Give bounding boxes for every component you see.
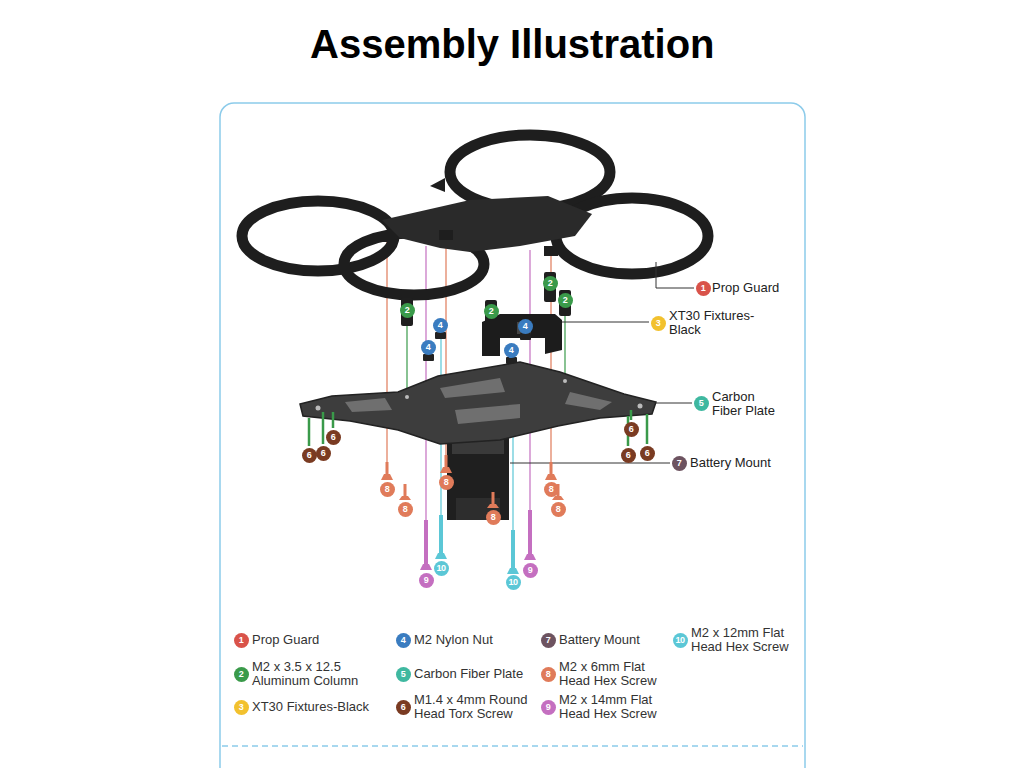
callout-number: 4 [518,319,533,334]
callout-number: 10 [434,561,449,576]
legend-text: M2 x 3.5 x 12.5 Aluminum Column [252,660,372,688]
plate-hole [316,379,643,411]
callout-leader [510,463,670,464]
xt30-fixture [482,314,562,356]
legend-text: M2 x 14mm Flat Head Hex Screw [559,693,667,721]
guard-mount [439,230,453,240]
legend-text: Carbon Fiber Plate [414,667,523,681]
callout-number: 6 [326,430,341,445]
plate-cutout [345,378,612,424]
guard-mount [544,246,558,256]
callout-leader [656,262,694,288]
callout-number: 8 [380,482,395,497]
legend-text: M2 Nylon Nut [414,633,493,647]
callout-number: 4 [396,633,411,648]
callout-number: 6 [624,422,639,437]
panel-border [220,103,805,768]
callout-number: 1 [696,281,711,296]
part-label: Battery Mount [690,456,771,470]
callout-number: 4 [504,343,519,358]
prop-guard-body [382,196,592,252]
legend-text: M2 x 6mm Flat Head Hex Screw [559,660,663,688]
part-label: XT30 Fixtures-Black [669,309,769,337]
callout-number: 3 [234,700,249,715]
legend-text: XT30 Fixtures-Black [252,700,369,714]
torx-screw [309,410,647,446]
guard-tab [430,178,445,192]
callout-number: 8 [544,482,559,497]
carbon-fiber-plate [300,362,656,444]
callout-number: 7 [672,456,687,471]
callout-number: 9 [541,700,556,715]
part-label: Carbon Fiber Plate [712,390,786,418]
callout-number: 8 [541,667,556,682]
callout-number: 6 [640,446,655,461]
callout-number: 2 [558,293,573,308]
legend-text: M1.4 x 4mm Round Head Torx Screw [414,693,540,721]
callout-number: 8 [486,510,501,525]
callout-number: 2 [400,303,415,318]
callout-number: 8 [439,475,454,490]
callout-number: 10 [506,575,521,590]
callout-number: 5 [396,667,411,682]
callout-number: 4 [421,340,436,355]
callout-number: 8 [551,502,566,517]
callout-number: 6 [302,448,317,463]
divider [222,745,803,747]
nylon-nut [423,332,531,364]
callout-leader [562,322,649,323]
part-label: Prop Guard [712,281,779,295]
callout-number: 10 [673,633,688,648]
callout-number: 2 [543,276,558,291]
callout-number: 2 [484,304,499,319]
prop-guard [242,135,708,295]
callout-number: 6 [621,448,636,463]
callout-number: 3 [651,316,666,331]
callout-number: 6 [316,446,331,461]
callout-number: 5 [694,396,709,411]
legend-text: Prop Guard [252,633,319,647]
legend-text: Battery Mount [559,633,640,647]
legend-text: M2 x 12mm Flat Head Hex Screw [691,626,799,654]
callout-number: 6 [396,700,411,715]
title: Assembly Illustration [310,22,715,67]
callout-number: 1 [234,633,249,648]
callout-number: 9 [523,563,538,578]
callout-number: 7 [541,633,556,648]
callout-number: 8 [398,502,413,517]
callout-leader [656,403,692,404]
callout-number: 9 [419,573,434,588]
callout-number: 4 [433,318,448,333]
callout-number: 2 [234,667,249,682]
guard-mount [380,232,394,242]
flat-head-screw [381,455,564,508]
